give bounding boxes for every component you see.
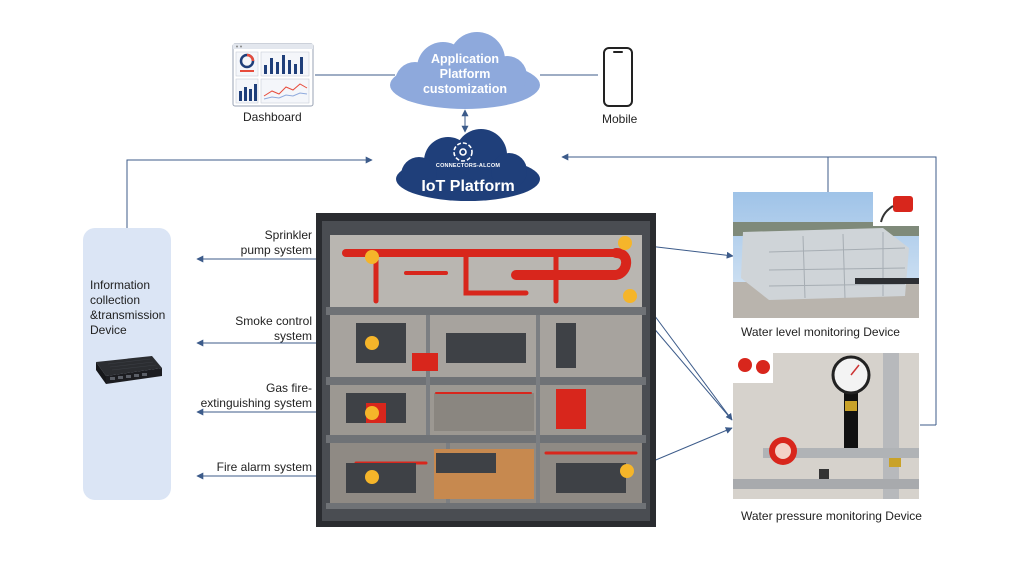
sprinkler-pump-system-label: Sprinkler pump system: [200, 228, 312, 258]
fire-alarm-system-label: Fire alarm system: [216, 460, 312, 474]
smoke-line1: Smoke control: [235, 314, 312, 328]
application-cloud-label: Application Platform customization: [400, 52, 530, 97]
info-device-line4: Device: [90, 323, 127, 337]
connectors-alcom-logo-icon: [453, 142, 473, 162]
water-tank-photo: [733, 192, 919, 318]
sprinkler-line2: pump system: [240, 243, 312, 257]
mobile-phone-icon: [603, 47, 633, 107]
info-device-line1: Information: [90, 278, 151, 292]
app-cloud-line3: customization: [422, 82, 508, 96]
dashboard-label: Dashboard: [243, 110, 302, 124]
smoke-control-system-label: Smoke control system: [200, 314, 312, 344]
water-pressure-device-label: Water pressure monitoring Device: [741, 509, 922, 523]
app-cloud-line1: Application: [430, 52, 500, 66]
info-device-label: Information collection &transmission Dev…: [90, 278, 165, 338]
devices-to-iot-line: [561, 153, 937, 425]
info-device-to-iot-line: [126, 156, 373, 228]
building-cross-section-image: [316, 213, 656, 527]
info-device-line2: collection: [90, 293, 141, 307]
app-cloud-line2: Platform: [439, 67, 491, 81]
iot-platform-cloud: [396, 129, 540, 201]
info-device-line3: &transmission: [90, 308, 166, 322]
sprinkler-line1: Sprinkler: [264, 228, 312, 242]
gas-line1: Gas fire-: [265, 381, 312, 395]
application-cloud: [390, 32, 540, 109]
iot-logo-text: CONNECTORS-ALCOM: [435, 163, 501, 169]
dashboard-icon: [232, 43, 314, 107]
water-pressure-photo: [733, 353, 919, 499]
gas-fire-extinguishing-system-label: Gas fire- extinguishing system: [160, 381, 312, 411]
water-level-device-label: Water level monitoring Device: [741, 325, 900, 339]
smoke-line2: system: [273, 329, 312, 343]
gas-line2: extinguishing system: [200, 396, 312, 410]
mobile-label: Mobile: [602, 112, 638, 126]
industrial-pc-icon: [96, 356, 162, 384]
iot-platform-title: IoT Platform: [421, 178, 515, 195]
